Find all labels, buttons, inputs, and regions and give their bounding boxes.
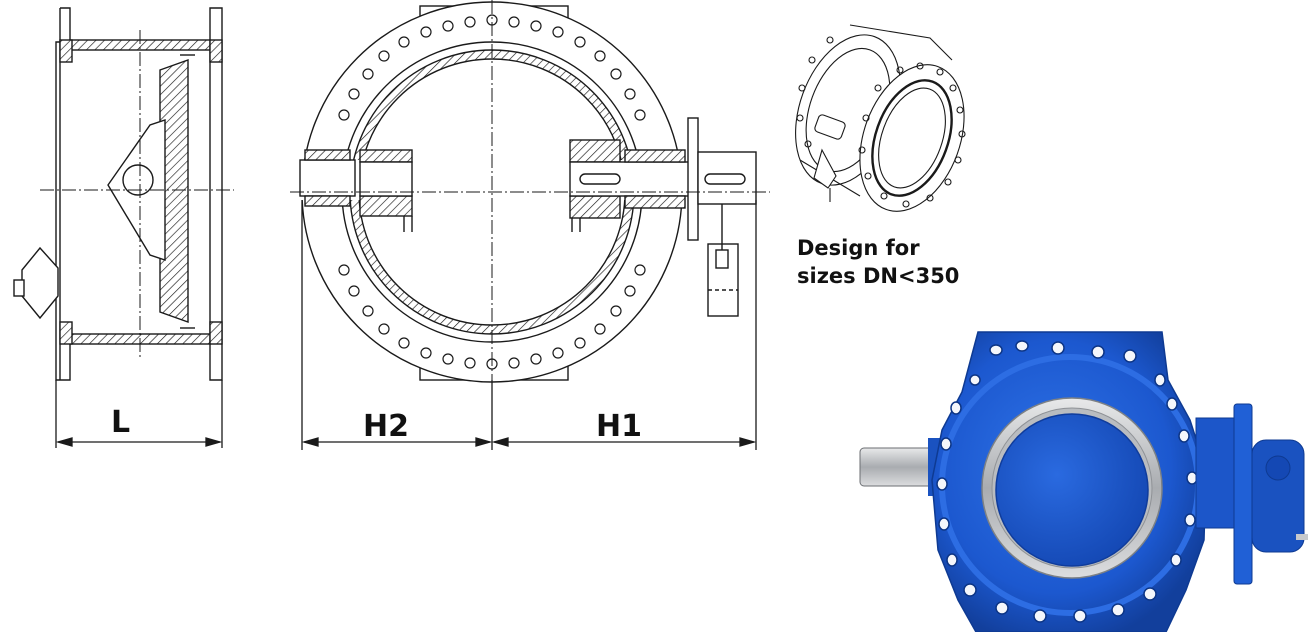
design-caption-line1: Design for: [797, 236, 920, 260]
photo-bolt-holes: [936, 340, 1198, 623]
side-section-view: [13, 7, 234, 381]
valve-photo: [859, 331, 1308, 632]
dimension-l-label: L: [111, 405, 130, 440]
dimension-l: [55, 380, 223, 448]
sketch-bolt-holes: [796, 36, 966, 208]
dimension-h2-h1: [301, 200, 757, 450]
design-caption-line2: sizes DN<350: [797, 264, 960, 288]
isometric-sketch-small-size: [795, 24, 966, 212]
design-caption: Design for sizes DN<350: [797, 234, 959, 290]
dimension-h1-label: H1: [596, 409, 642, 444]
front-view: [290, 0, 770, 400]
dimension-h2-label: H2: [363, 409, 409, 444]
